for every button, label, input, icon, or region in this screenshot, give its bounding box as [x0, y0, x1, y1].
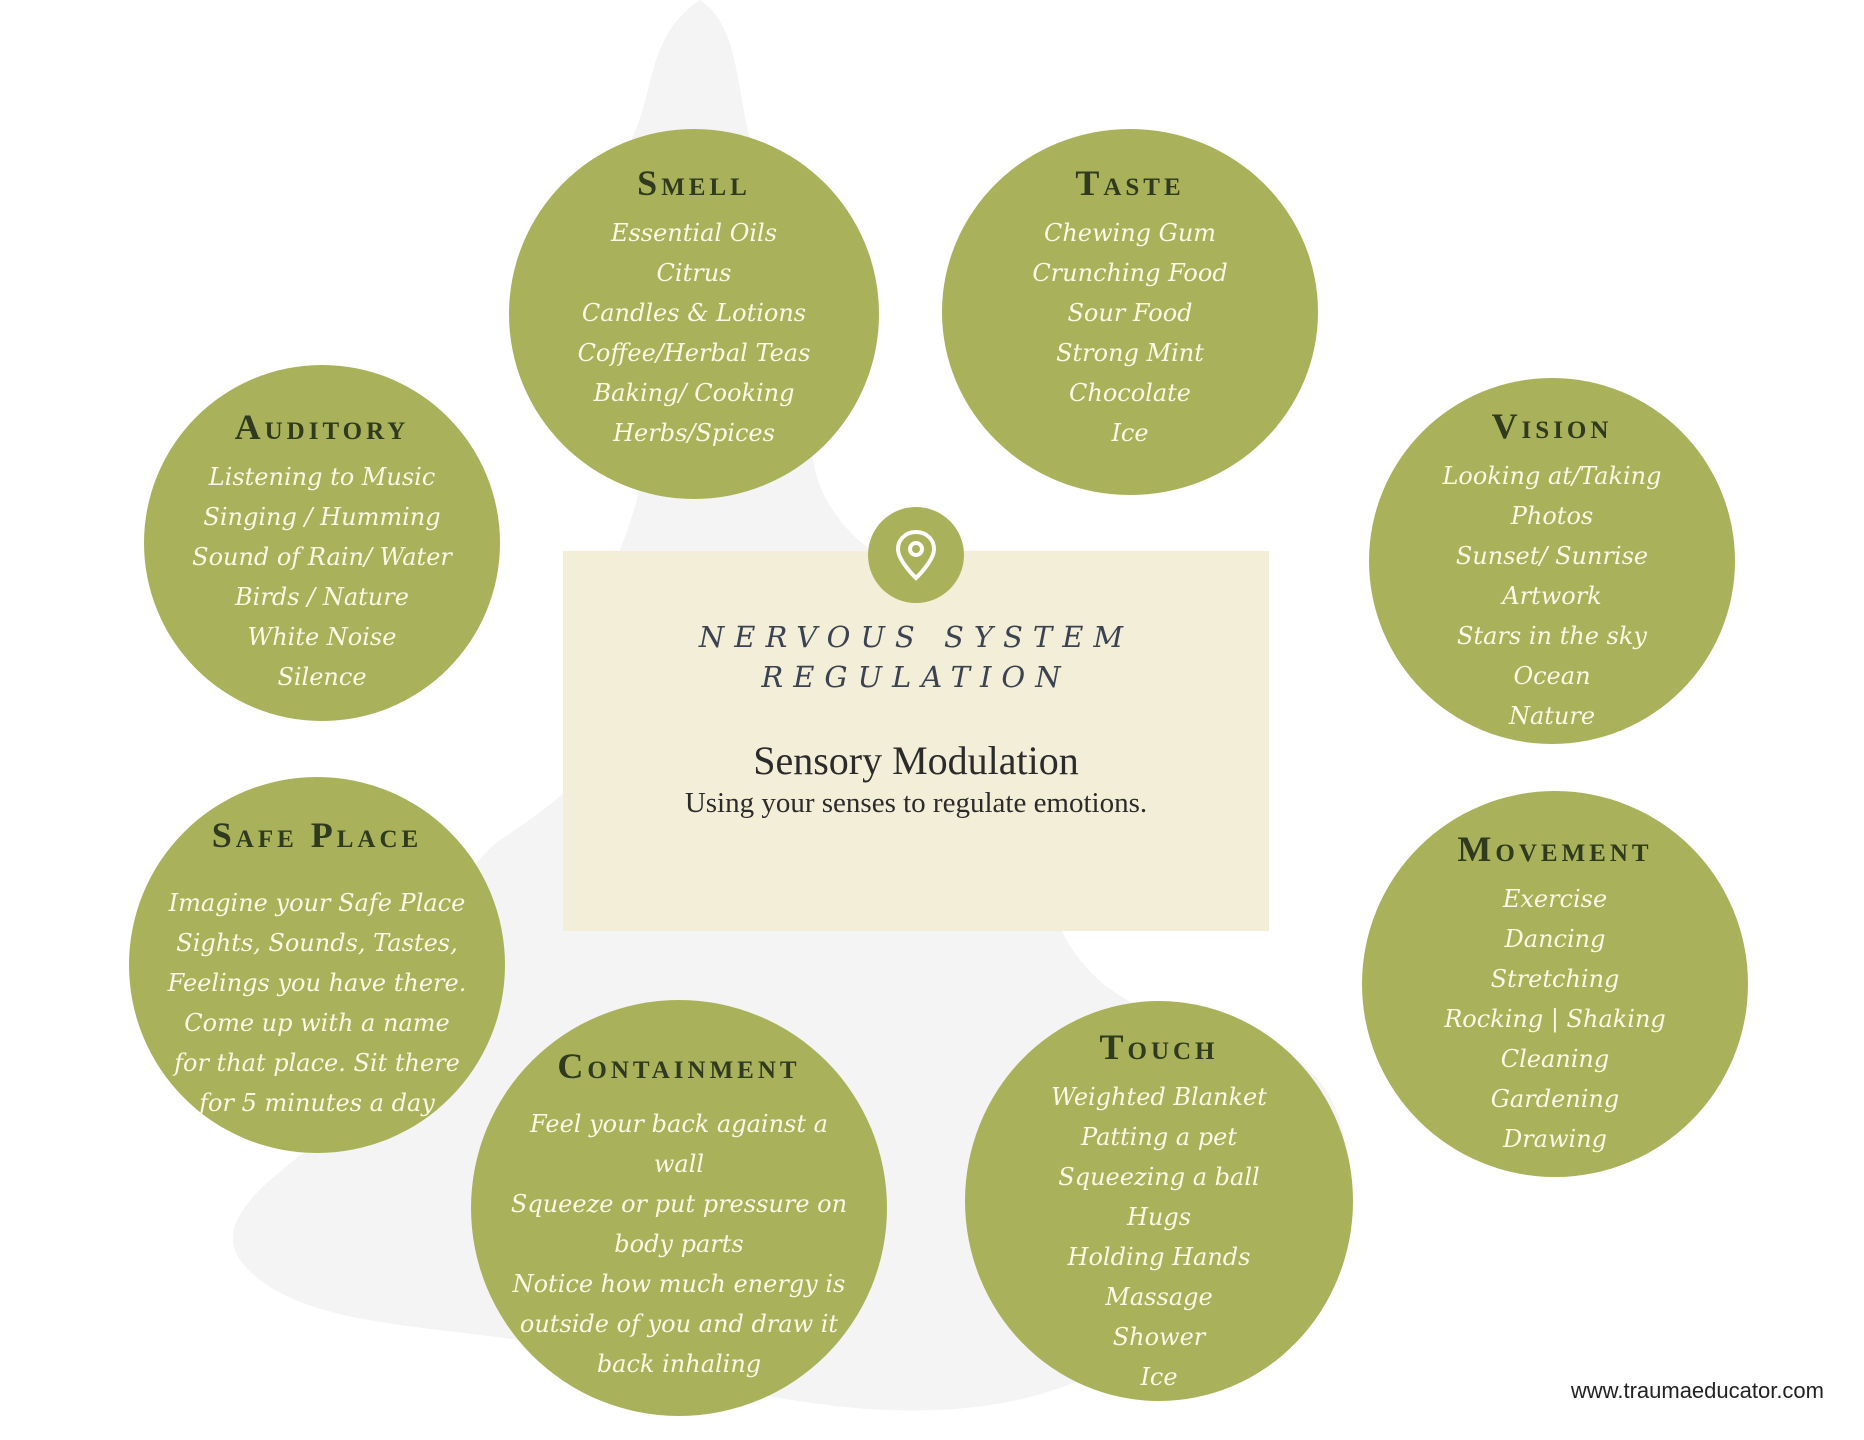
- safe-place-circle: Safe Place Imagine your Safe Place Sight…: [129, 777, 505, 1153]
- list-item: Strong Mint: [1056, 339, 1204, 367]
- taste-list: Chewing Gum Crunching Food Sour Food Str…: [1032, 213, 1227, 453]
- list-item: Feelings you have there.: [167, 969, 467, 997]
- list-item: body parts: [614, 1230, 744, 1258]
- containment-circle: Containment Feel your back against a wal…: [471, 1000, 887, 1416]
- list-item: Baking/ Cooking: [593, 379, 795, 407]
- list-item: Patting a pet: [1081, 1123, 1237, 1151]
- list-item: Essential Oils: [610, 219, 778, 247]
- list-item: Chewing Gum: [1043, 219, 1217, 247]
- list-item: Cleaning: [1500, 1045, 1610, 1073]
- list-item: Nature: [1508, 702, 1596, 730]
- taste-circle: Taste Chewing Gum Crunching Food Sour Fo…: [942, 129, 1318, 495]
- list-item: Feel your back against a: [530, 1110, 828, 1138]
- list-item: Dancing: [1504, 925, 1606, 953]
- list-item: Ice: [1140, 1363, 1178, 1391]
- center-panel: NERVOUS SYSTEM REGULATION Sensory Modula…: [563, 551, 1269, 931]
- safe-place-title: Safe Place: [211, 815, 423, 855]
- list-item: Looking at/Taking: [1442, 462, 1662, 490]
- list-item: wall: [653, 1150, 705, 1178]
- list-item: for 5 minutes a day: [199, 1089, 435, 1117]
- list-item: Come up with a name: [184, 1009, 450, 1037]
- list-item: outside of you and draw it: [519, 1310, 839, 1338]
- location-pin-badge: [868, 507, 964, 603]
- list-item: Citrus: [656, 259, 732, 287]
- list-item: Notice how much energy is: [512, 1270, 846, 1298]
- movement-circle: Movement Exercise Dancing Stretching Roc…: [1362, 791, 1748, 1177]
- list-item: Herbs/Spices: [613, 419, 775, 447]
- auditory-list: Listening to Music Singing / Humming Sou…: [192, 457, 452, 697]
- list-item: Sour Food: [1067, 299, 1193, 327]
- safe-place-list: Imagine your Safe Place Sights, Sounds, …: [168, 883, 467, 1123]
- vision-list: Looking at/Taking Photos Sunset/ Sunrise…: [1442, 456, 1661, 736]
- list-item: Hugs: [1126, 1203, 1192, 1231]
- touch-list: Weighted Blanket Patting a pet Squeezing…: [1051, 1077, 1267, 1397]
- center-caps-line-1: NERVOUS SYSTEM: [698, 620, 1134, 654]
- vision-circle: Vision Looking at/Taking Photos Sunset/ …: [1369, 378, 1735, 744]
- list-item: for that place. Sit there: [174, 1049, 460, 1077]
- touch-title: Touch: [1099, 1027, 1219, 1067]
- containment-list: Feel your back against a wall Squeeze or…: [511, 1104, 847, 1384]
- list-item: Silence: [277, 663, 367, 691]
- taste-title: Taste: [1075, 163, 1185, 203]
- list-item: back inhaling: [596, 1350, 762, 1378]
- list-item: Gardening: [1490, 1085, 1620, 1113]
- list-item: White Noise: [247, 623, 397, 651]
- list-item: Ice: [1111, 419, 1149, 447]
- auditory-title: Auditory: [234, 407, 410, 447]
- location-pin-icon: [895, 529, 937, 581]
- list-item: Drawing: [1502, 1125, 1608, 1153]
- list-item: Massage: [1105, 1283, 1213, 1311]
- list-item: Photos: [1510, 502, 1594, 530]
- list-item: Ocean: [1513, 662, 1591, 690]
- list-item: Stretching: [1490, 965, 1620, 993]
- smell-list: Essential Oils Citrus Candles & Lotions …: [578, 213, 811, 453]
- list-item: Squeeze or put pressure on: [510, 1190, 848, 1218]
- list-item: Weighted Blanket: [1051, 1083, 1267, 1111]
- auditory-circle: Auditory Listening to Music Singing / Hu…: [144, 365, 500, 721]
- list-item: Stars in the sky: [1457, 622, 1647, 650]
- vision-title: Vision: [1491, 406, 1613, 446]
- list-item: Singing / Humming: [203, 503, 441, 531]
- list-item: Candles & Lotions: [581, 299, 807, 327]
- touch-circle: Touch Weighted Blanket Patting a pet Squ…: [965, 1001, 1353, 1401]
- website-link[interactable]: www.traumaeducator.com: [1570, 1378, 1824, 1403]
- list-item: Coffee/Herbal Teas: [577, 339, 811, 367]
- list-item: Crunching Food: [1032, 259, 1228, 287]
- list-item: Squeezing a ball: [1058, 1163, 1260, 1191]
- list-item: Rocking | Shaking: [1444, 1005, 1666, 1033]
- center-title: Sensory Modulation: [753, 738, 1079, 783]
- smell-title: Smell: [637, 163, 751, 203]
- smell-circle: Smell Essential Oils Citrus Candles & Lo…: [509, 129, 879, 499]
- list-item: Artwork: [1502, 582, 1602, 610]
- list-item: Exercise: [1502, 885, 1608, 913]
- containment-title: Containment: [557, 1046, 801, 1086]
- list-item: Birds / Nature: [235, 583, 409, 611]
- list-item: Sound of Rain/ Water: [192, 543, 452, 571]
- list-item: Holding Hands: [1067, 1243, 1251, 1271]
- list-item: Listening to Music: [208, 463, 436, 491]
- list-item: Sights, Sounds, Tastes,: [176, 929, 458, 957]
- center-subtitle: Using your senses to regulate emotions.: [684, 787, 1148, 819]
- center-caps-line-2: REGULATION: [761, 660, 1071, 694]
- list-item: Imagine your Safe Place: [168, 889, 466, 917]
- list-item: Shower: [1112, 1323, 1206, 1351]
- movement-list: Exercise Dancing Stretching Rocking | Sh…: [1444, 879, 1666, 1159]
- list-item: Sunset/ Sunrise: [1455, 542, 1649, 570]
- movement-title: Movement: [1457, 829, 1653, 869]
- list-item: Chocolate: [1069, 379, 1191, 407]
